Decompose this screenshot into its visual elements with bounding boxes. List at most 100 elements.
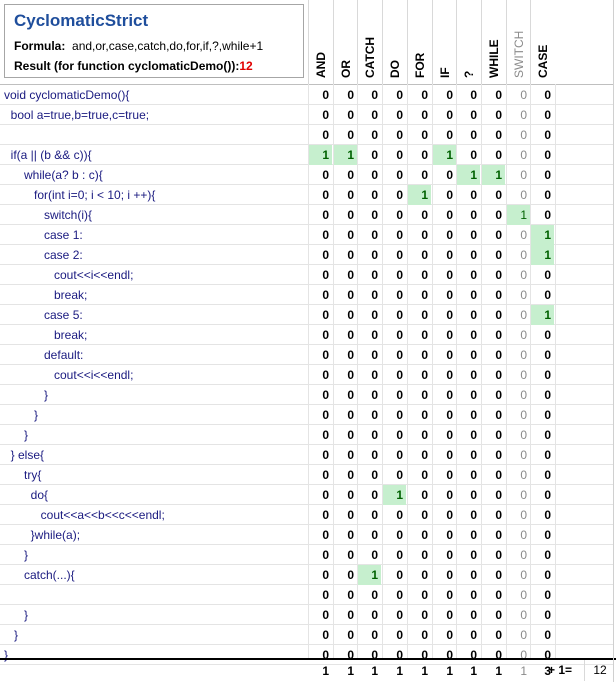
count-cell[interactable]: 0 bbox=[421, 448, 428, 462]
count-cell[interactable]: 0 bbox=[371, 548, 378, 562]
column-header-catch[interactable]: CATCH bbox=[357, 0, 382, 84]
count-cell[interactable]: 0 bbox=[322, 368, 329, 382]
count-cell[interactable]: 0 bbox=[421, 548, 428, 562]
count-cell[interactable]: 1 bbox=[481, 165, 505, 185]
count-cell[interactable]: 0 bbox=[371, 608, 378, 622]
count-cell[interactable]: 0 bbox=[322, 488, 329, 502]
count-cell[interactable]: 0 bbox=[322, 208, 329, 222]
count-cell[interactable]: 0 bbox=[396, 568, 403, 582]
count-cell[interactable]: 0 bbox=[322, 88, 329, 102]
count-cell[interactable]: 0 bbox=[520, 548, 527, 562]
count-cell[interactable]: 0 bbox=[396, 348, 403, 362]
count-cell[interactable]: 0 bbox=[421, 108, 428, 122]
count-cell[interactable]: 0 bbox=[495, 588, 502, 602]
count-cell[interactable]: 0 bbox=[520, 308, 527, 322]
count-cell[interactable]: 0 bbox=[396, 448, 403, 462]
count-cell[interactable]: 1 bbox=[333, 145, 357, 165]
count-cell[interactable]: 0 bbox=[396, 168, 403, 182]
count-cell[interactable]: 0 bbox=[371, 348, 378, 362]
count-cell[interactable]: 0 bbox=[470, 648, 477, 662]
count-cell[interactable]: 0 bbox=[520, 108, 527, 122]
count-cell[interactable]: 0 bbox=[470, 608, 477, 622]
count-cell[interactable]: 0 bbox=[495, 328, 502, 342]
count-cell[interactable]: 0 bbox=[396, 328, 403, 342]
count-cell[interactable]: 0 bbox=[371, 388, 378, 402]
count-cell[interactable]: 0 bbox=[495, 428, 502, 442]
count-cell[interactable]: 0 bbox=[371, 88, 378, 102]
code-line[interactable]: cout<<i<<endl; bbox=[4, 368, 134, 382]
count-cell[interactable]: 0 bbox=[421, 408, 428, 422]
count-cell[interactable]: 0 bbox=[446, 408, 453, 422]
count-cell[interactable]: 0 bbox=[322, 108, 329, 122]
count-cell[interactable]: 0 bbox=[495, 348, 502, 362]
count-cell[interactable]: 0 bbox=[322, 288, 329, 302]
count-cell[interactable]: 0 bbox=[421, 328, 428, 342]
count-cell[interactable]: 1 bbox=[308, 145, 332, 165]
column-header-for[interactable]: FOR bbox=[407, 0, 432, 84]
count-cell[interactable]: 0 bbox=[495, 448, 502, 462]
count-cell[interactable]: 0 bbox=[371, 368, 378, 382]
column-header-and[interactable]: AND bbox=[308, 0, 333, 84]
count-cell[interactable]: 0 bbox=[446, 308, 453, 322]
count-cell[interactable]: 0 bbox=[347, 648, 354, 662]
count-cell[interactable]: 0 bbox=[396, 388, 403, 402]
count-cell[interactable]: 0 bbox=[446, 608, 453, 622]
count-cell[interactable]: 0 bbox=[446, 188, 453, 202]
code-line[interactable]: } bbox=[4, 548, 29, 562]
count-cell[interactable]: 0 bbox=[544, 468, 551, 482]
count-cell[interactable]: 0 bbox=[544, 568, 551, 582]
count-cell[interactable]: 0 bbox=[470, 388, 477, 402]
count-cell[interactable]: 0 bbox=[495, 648, 502, 662]
count-cell[interactable]: 0 bbox=[347, 168, 354, 182]
count-cell[interactable]: 0 bbox=[371, 288, 378, 302]
count-cell[interactable]: 0 bbox=[495, 228, 502, 242]
count-cell[interactable]: 0 bbox=[396, 248, 403, 262]
count-cell[interactable]: 0 bbox=[371, 248, 378, 262]
count-cell[interactable]: 0 bbox=[371, 188, 378, 202]
count-cell[interactable]: 0 bbox=[322, 648, 329, 662]
count-cell[interactable]: 0 bbox=[347, 248, 354, 262]
count-cell[interactable]: 0 bbox=[322, 228, 329, 242]
count-cell[interactable]: 0 bbox=[544, 208, 551, 222]
count-cell[interactable]: 0 bbox=[446, 388, 453, 402]
count-cell[interactable]: 0 bbox=[421, 428, 428, 442]
count-cell[interactable]: 1 bbox=[382, 485, 406, 505]
count-cell[interactable]: 0 bbox=[495, 108, 502, 122]
count-cell[interactable]: 0 bbox=[371, 468, 378, 482]
count-cell[interactable]: 0 bbox=[446, 228, 453, 242]
count-cell[interactable]: 1 bbox=[530, 245, 554, 265]
count-cell[interactable]: 0 bbox=[544, 148, 551, 162]
code-line[interactable]: break; bbox=[4, 328, 88, 342]
code-line[interactable]: case 2: bbox=[4, 248, 83, 262]
total-cell[interactable] bbox=[584, 660, 614, 681]
count-cell[interactable]: 0 bbox=[520, 448, 527, 462]
count-cell[interactable]: 0 bbox=[396, 188, 403, 202]
total-cell-if[interactable]: 1 bbox=[446, 664, 453, 678]
count-cell[interactable]: 0 bbox=[322, 448, 329, 462]
column-header-while[interactable]: WHILE bbox=[481, 0, 506, 84]
count-cell[interactable]: 0 bbox=[396, 228, 403, 242]
count-cell[interactable]: 0 bbox=[371, 408, 378, 422]
count-cell[interactable]: 0 bbox=[421, 468, 428, 482]
count-cell[interactable]: 0 bbox=[396, 288, 403, 302]
total-cell-for[interactable]: 1 bbox=[421, 664, 428, 678]
count-cell[interactable]: 0 bbox=[446, 108, 453, 122]
total-cell-catch[interactable]: 1 bbox=[371, 664, 378, 678]
count-cell[interactable]: 0 bbox=[347, 568, 354, 582]
count-cell[interactable]: 0 bbox=[544, 108, 551, 122]
count-cell[interactable]: 0 bbox=[470, 588, 477, 602]
count-cell[interactable]: 0 bbox=[544, 428, 551, 442]
count-cell[interactable]: 0 bbox=[446, 628, 453, 642]
count-cell[interactable]: 0 bbox=[520, 368, 527, 382]
count-cell[interactable]: 0 bbox=[520, 128, 527, 142]
count-cell[interactable]: 0 bbox=[495, 628, 502, 642]
count-cell[interactable]: 0 bbox=[520, 408, 527, 422]
count-cell[interactable]: 0 bbox=[421, 588, 428, 602]
count-cell[interactable]: 0 bbox=[495, 488, 502, 502]
count-cell[interactable]: 0 bbox=[470, 548, 477, 562]
total-cell-while[interactable]: 1 bbox=[495, 664, 502, 678]
count-cell[interactable]: 0 bbox=[446, 128, 453, 142]
count-cell[interactable]: 0 bbox=[520, 228, 527, 242]
count-cell[interactable]: 0 bbox=[371, 128, 378, 142]
count-cell[interactable]: 0 bbox=[544, 268, 551, 282]
